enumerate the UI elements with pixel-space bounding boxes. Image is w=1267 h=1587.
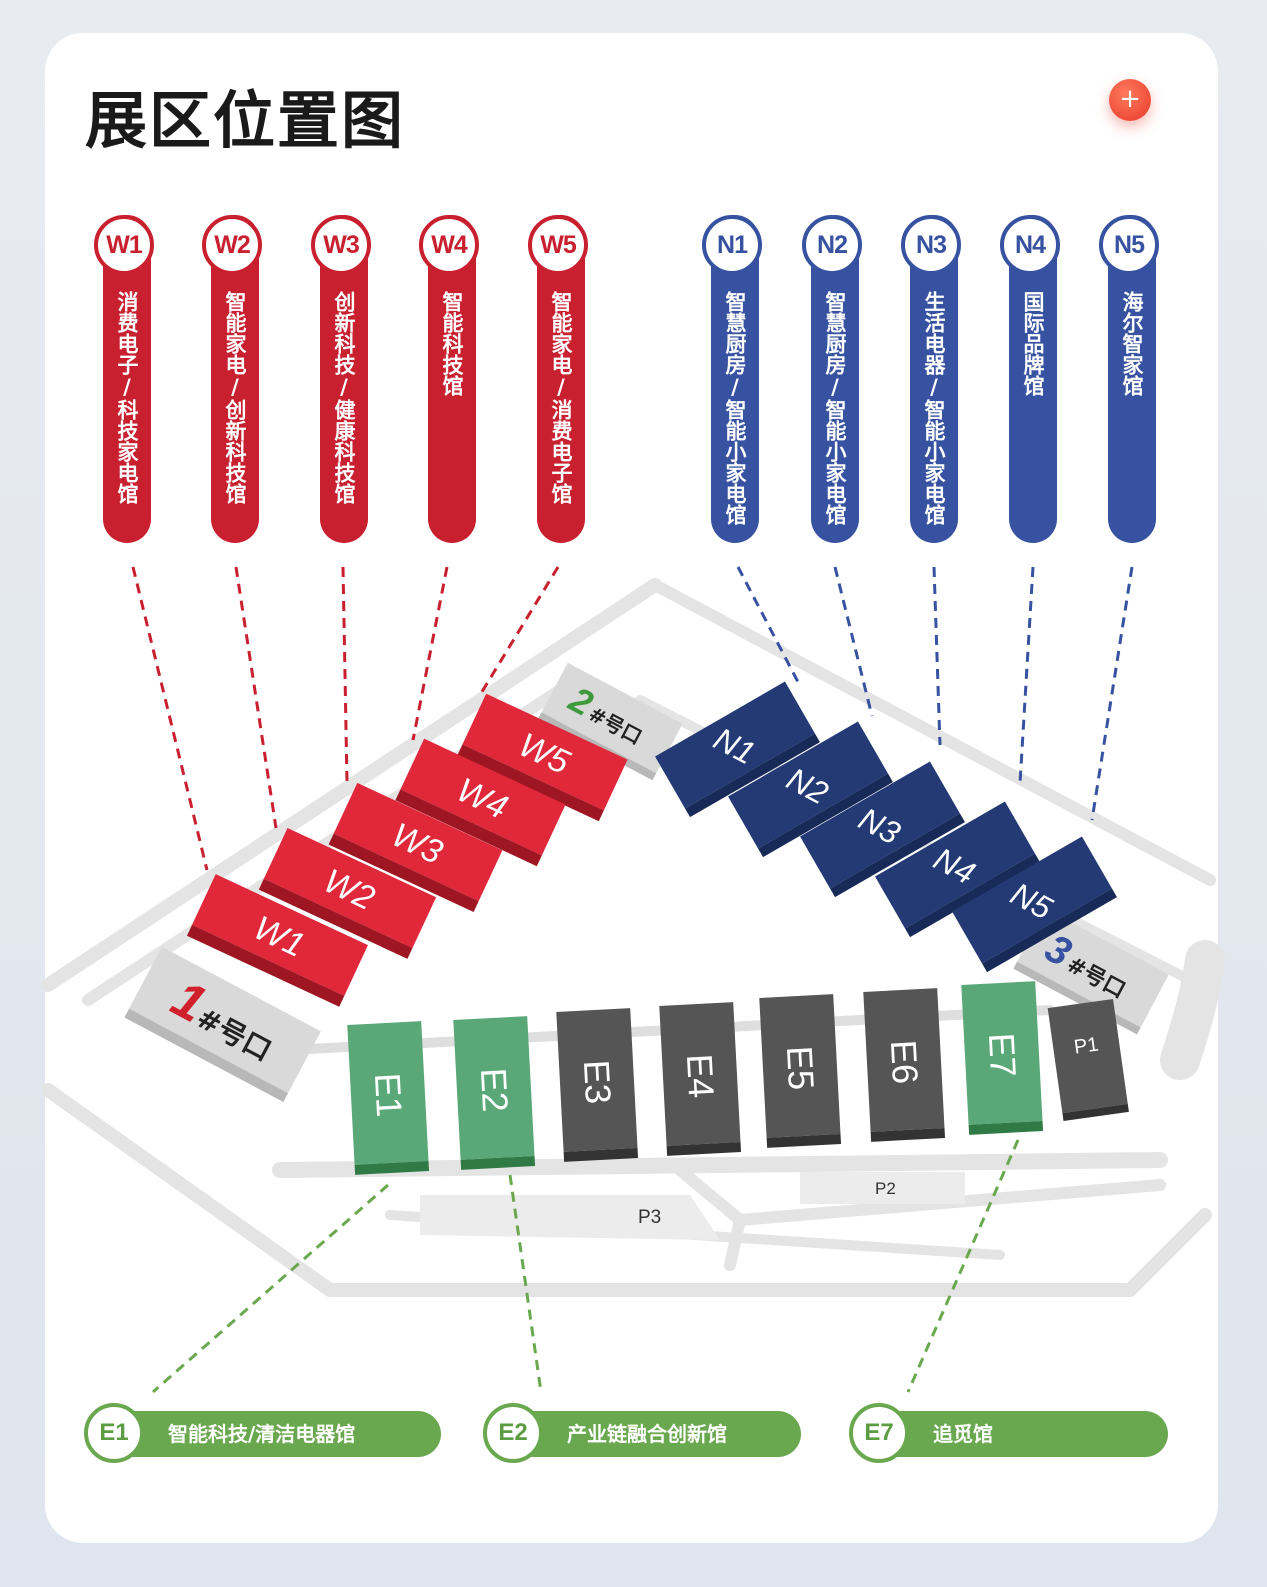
hall-badge: E7 [849,1403,909,1463]
block-n1: N1 [655,681,820,818]
east-blocks: E1 E2 E3 E4 E5 E6 E7 P1 [347,981,1129,1175]
hall-name: 追觅馆 [933,1422,993,1446]
hall-name: 创新科技/健康科技馆 [332,291,356,504]
hall-name: 智能家电/创新科技馆 [223,291,247,504]
block-w4: W4 [395,738,566,867]
block-e6: E6 [863,988,946,1142]
block-e1-label: E1 [367,1072,410,1118]
block-n4: N4 [875,801,1040,938]
block-p1: P1 [1047,998,1129,1122]
block-e5-label: E5 [779,1045,822,1091]
west-blocks: W5 W4 W3 W2 W1 [186,693,628,1007]
block-w3: W3 [328,782,503,913]
hall-name: 国际品牌馆 [1021,291,1045,396]
hall-pill-e2[interactable]: E2 产业链融合创新馆 [483,1403,801,1463]
block-e5: E5 [759,994,842,1148]
leader-lines [131,566,1134,1394]
north-blocks: N1 N2 N3 N4 N5 [655,681,1117,973]
hall-badge: N5 [1099,215,1159,275]
block-e4: E4 [659,1002,742,1156]
hall-name: 智能科技馆 [440,291,464,396]
page-title: 展区位置图 [85,84,406,157]
add-button[interactable]: + [1109,79,1151,121]
hall-pill-w1[interactable]: W1 消费电子/科技家电馆 [94,215,154,543]
block-e7-label: E7 [981,1032,1024,1078]
hall-badge: N3 [901,215,961,275]
hall-pill-e7[interactable]: E7 追觅馆 [849,1403,1168,1463]
hall-name: 智慧厨房/智能小家电馆 [823,291,847,525]
hall-badge: E2 [483,1403,543,1463]
hall-badge: W5 [528,215,588,275]
block-e7: E7 [961,981,1044,1135]
hall-pill-n2[interactable]: N2 智慧厨房/智能小家电馆 [802,215,862,543]
hall-badge: N1 [702,215,762,275]
hall-badge: E1 [84,1403,144,1463]
block-e3: E3 [556,1008,639,1162]
block-n5: N5 [952,836,1117,973]
block-e1: E1 [347,1021,430,1175]
block-n3: N3 [800,761,965,898]
hall-name: 产业链融合创新馆 [567,1422,727,1446]
hall-pill-e1[interactable]: E1 智能科技/清洁电器馆 [84,1403,441,1463]
block-e6-label: E6 [883,1039,926,1085]
hall-pill-n1[interactable]: N1 智慧厨房/智能小家电馆 [702,215,762,543]
hall-pill-n4[interactable]: N4 国际品牌馆 [1000,215,1060,543]
hall-badge: N2 [802,215,862,275]
hall-pill-w5[interactable]: W5 智能家电/消费电子馆 [528,215,588,543]
hall-pill-w2[interactable]: W2 智能家电/创新科技馆 [202,215,262,543]
hall-badge: W2 [202,215,262,275]
hall-name: 生活电器/智能小家电馆 [922,291,946,525]
hall-badge: W3 [311,215,371,275]
hall-badge: N4 [1000,215,1060,275]
block-e2: E2 [453,1016,536,1170]
hall-pill-n3[interactable]: N3 生活电器/智能小家电馆 [901,215,961,543]
hall-badge: W1 [94,215,154,275]
parking-p3-label: P3 [638,1207,661,1228]
parking-p2-label: P2 [875,1179,896,1198]
block-w5: W5 [457,693,628,822]
hall-name: 消费电子/科技家电馆 [115,291,139,504]
block-p1-label: P1 [1073,1034,1100,1059]
hall-name: 智能科技/清洁电器馆 [168,1422,356,1446]
block-w2: W2 [258,827,437,959]
block-e2-label: E2 [473,1067,516,1113]
hall-pill-n5[interactable]: N5 海尔智家馆 [1099,215,1159,543]
block-e4-label: E4 [679,1053,722,1099]
parking-p3 [420,1195,720,1240]
hall-name: 智能家电/消费电子馆 [549,291,573,504]
gate-1: 1 #号口 [124,946,321,1102]
hall-name: 海尔智家馆 [1120,291,1144,396]
hall-pill-w4[interactable]: W4 智能科技馆 [419,215,479,543]
hall-pill-w3[interactable]: W3 创新科技/健康科技馆 [311,215,371,543]
hall-name: 智慧厨房/智能小家电馆 [723,291,747,525]
hall-badge: W4 [419,215,479,275]
block-e3-label: E3 [576,1059,619,1105]
parking-p2 [800,1172,965,1204]
parking-lots: P2 P3 [420,1172,965,1240]
block-w1: W1 [186,874,368,1007]
block-n2: N2 [728,721,893,858]
